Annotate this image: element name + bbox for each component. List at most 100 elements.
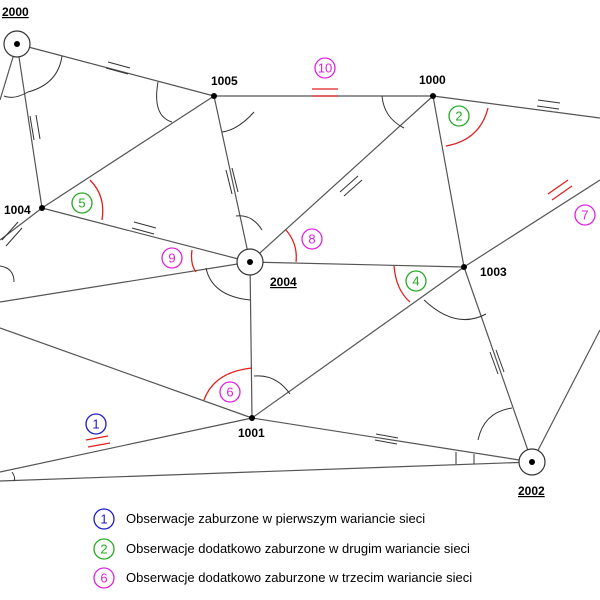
edge-1001-left [0,417,253,473]
distance-tick [343,179,363,197]
perturbed-distance-tick [85,435,109,441]
legend-text: Obserwacje zaburzone w pierwszym warianc… [126,511,425,526]
legend: 1 Obserwacje zaburzone w pierwszym waria… [93,508,472,589]
observation-marker-2: 2 [448,105,470,127]
marker-label: 5 [78,196,85,211]
observation-marker-1: 1 [85,413,107,435]
observation-marker-5: 5 [71,192,93,214]
point-label-1003: 1003 [480,265,507,279]
perturbed-angle-arc [190,249,197,273]
distance-tick [375,433,399,439]
point-1003-dot [461,264,467,270]
observation-marker-6: 6 [219,381,241,403]
fixed-point-2002-dot [529,459,535,465]
perturbed-angle-arc [89,179,104,221]
distance-tick [131,227,155,235]
edge-2002-right [531,329,600,463]
network-edges [0,43,600,482]
point-label-1000: 1000 [419,73,446,87]
angle-arc [205,267,251,301]
distance-tick [225,169,233,195]
angle-arc [156,81,173,123]
legend-item-variant-2: 2 Obserwacje dodatkowo zaburzone w drugi… [93,538,470,560]
edge-2004-1003 [249,261,465,268]
distance-tick [231,167,239,193]
observation-marker-7: 7 [574,204,596,226]
point-1004-dot [39,205,45,211]
perturbed-distance-tick [551,185,573,201]
distance-tick [107,61,131,69]
edge-1001-2002 [251,417,533,463]
point-label-1005: 1005 [211,74,238,88]
edge-left-2004 [0,261,251,303]
edge-1003-2002 [463,266,533,463]
point-label-1004: 1004 [4,203,31,217]
angle-arcs [0,55,513,482]
distance-tick [105,67,129,75]
distance-tick [5,227,23,247]
distance-tick [489,351,499,375]
angle-arc [235,215,263,231]
angle-arc [381,95,405,129]
observation-marker-4: 4 [405,270,427,292]
perturbed-angle-arc [285,229,297,263]
perturbed-angle-arc [203,367,253,401]
point-labels: 2000 1005 1000 1004 2004 1003 1001 2002 [2,5,545,498]
marker-label: 10 [318,61,332,76]
network-points [3,30,546,476]
edge-2000-1004 [16,43,43,209]
marker-label: 6 [226,385,233,400]
legend-text: Obserwacje dodatkowo zaburzone w drugim … [126,541,470,556]
edge-1000-1003 [432,95,465,268]
point-1005-dot [211,93,217,99]
legend-marker-label: 2 [100,542,107,557]
fixed-point-2004-dot [247,259,253,265]
point-1000-dot [430,93,436,99]
legend-item-variant-1: 1 Obserwacje zaburzone w pierwszym waria… [93,508,425,530]
edge-left-1001 [0,327,253,419]
edge-1000-right [432,95,600,119]
perturbed-distance-ticks [85,88,573,448]
distance-tick [537,99,561,104]
edge-1003-right [463,179,600,268]
point-label-1001: 1001 [238,426,265,440]
observation-marker-8: 8 [301,228,323,250]
legend-text: Obserwacje dodatkowo zaburzone w trzecim… [126,570,472,585]
observation-marker-9: 9 [161,247,183,269]
edge-1003-1001 [251,266,465,419]
marker-label: 4 [412,274,419,289]
distance-tick [374,439,398,445]
angle-arc [423,299,487,321]
marker-label: 9 [168,251,175,266]
distance-tick [35,114,41,140]
edge-1005-2004 [213,95,251,263]
angle-arc [253,375,291,395]
distance-tick [1,221,19,241]
angle-arc [11,471,16,482]
distance-tick [339,175,359,193]
perturbed-angle-arcs [89,107,489,401]
point-1001-dot [249,415,255,421]
angle-arc [0,265,15,283]
angle-arc [477,407,513,441]
perturbed-distance-tick [547,179,569,195]
point-label-2004: 2004 [270,275,297,289]
angle-arc [3,91,29,98]
distance-tick [29,115,35,141]
angle-arc [221,111,255,133]
edge-1005-1004 [41,95,215,209]
distance-tick [495,349,505,373]
legend-item-variant-3: 6 Obserwacje dodatkowo zaburzone w trzec… [93,567,472,589]
edge-2000-1005 [16,43,215,97]
distance-ticks [1,61,561,445]
distance-tick [133,221,157,229]
marker-label: 7 [581,208,588,223]
edge-1000-2004 [249,95,434,263]
edge-left-2002 [0,461,533,482]
observation-marker-10: 10 [314,57,336,79]
observation-markers: 10 2 5 7 8 9 4 6 [71,57,596,435]
legend-marker-label: 1 [100,512,107,527]
angle-arc [27,55,63,93]
